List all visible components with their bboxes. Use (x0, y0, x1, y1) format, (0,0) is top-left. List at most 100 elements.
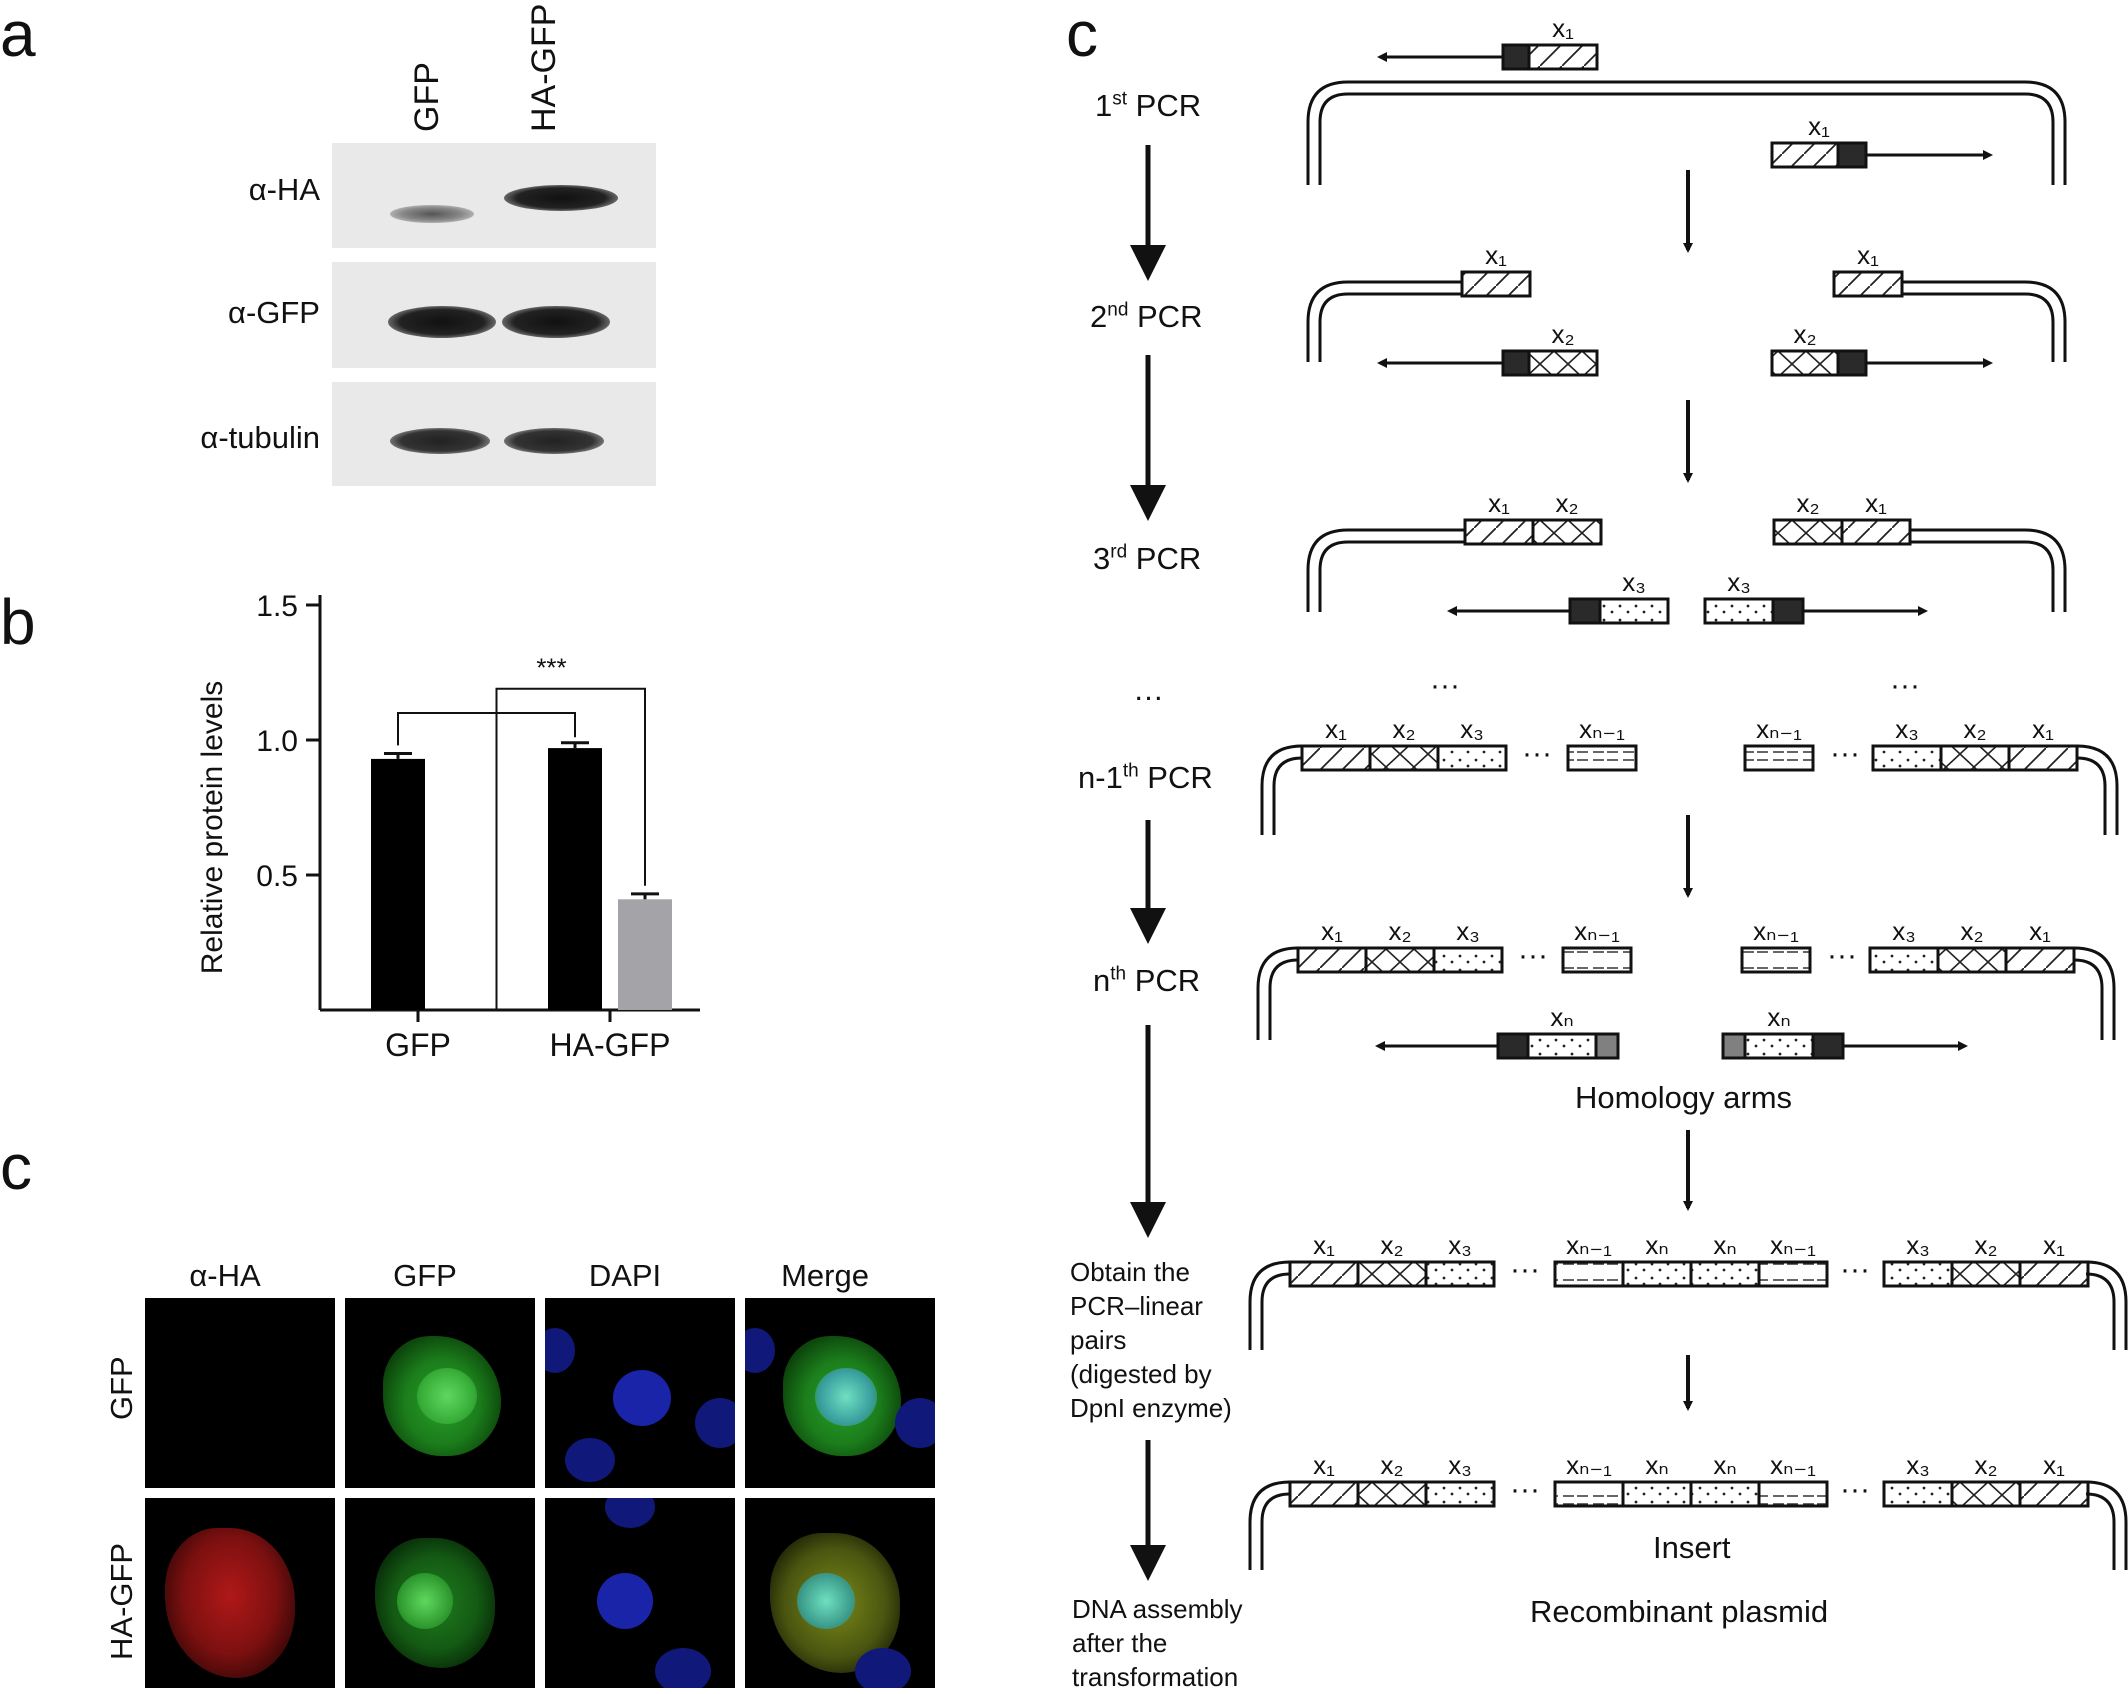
step-obtain: Obtain the PCR–linear pairs (digested by… (1070, 1255, 1232, 1425)
fragment-label: x₂ (1960, 916, 1983, 946)
if-col-dapi: DAPI (588, 1258, 662, 1293)
ellipsis: ··· (1430, 669, 1460, 702)
fragment-x1 (1832, 270, 1904, 298)
fragment-label: x₃ (1448, 1450, 1472, 1480)
fragment-label: x₁ (1552, 13, 1574, 43)
fragment-label: x₁ (1313, 1230, 1335, 1260)
fragment-label: xₙ₋₁ (1574, 916, 1620, 946)
fragment-x1 (1288, 1480, 1360, 1508)
fragment-xn (1689, 1480, 1761, 1508)
micrograph-gfp-hagfp-row (345, 1498, 535, 1688)
x-tick-label: GFP (385, 1027, 451, 1060)
plasmid-arm (1318, 540, 1465, 612)
fragment-label: x₁ (1485, 240, 1507, 270)
bar (371, 758, 425, 1010)
fragment-label: x₂ (1963, 714, 1986, 744)
fragment-label: x₃ (1895, 714, 1919, 744)
band (390, 428, 490, 454)
fragment-label: x₃ (1892, 916, 1916, 946)
sig-bracket (495, 687, 646, 1010)
homology-arms-label: Homology arms (1575, 1080, 1793, 1115)
significance-label: *** (536, 653, 566, 683)
fragment-label: x₂ (1380, 1230, 1403, 1260)
fragment-label: xₙ (1550, 1002, 1573, 1032)
primer-tail (1568, 597, 1602, 625)
plasmid-arm (1260, 1272, 1291, 1350)
plasmid-arm (1902, 280, 2067, 362)
step-assembly-line: DNA assembly (1072, 1594, 1243, 1624)
fragment-label: x₃ (1622, 567, 1646, 597)
plasmid-arm (2076, 744, 2119, 835)
fragment-x2 (1368, 744, 1440, 772)
fragment-label: xₙ (1645, 1230, 1668, 1260)
fragment-xn1 (1553, 1480, 1625, 1508)
fragment-label: x₂ (1392, 714, 1415, 744)
fragment-label: x₁ (1857, 240, 1879, 270)
micrograph-merge-hagfp-row (745, 1498, 935, 1688)
step-assembly-line: transformation (1072, 1662, 1239, 1692)
plasmid-arm (2085, 1260, 2128, 1350)
fragment-x2 (1531, 518, 1603, 546)
micrograph-merge-gfp-row (745, 1298, 935, 1488)
if-col-merge: Merge (781, 1258, 869, 1293)
plasmid-arm (1260, 744, 1303, 835)
fragment-x3 (1882, 1480, 1954, 1508)
fragment-label: xₙ (1713, 1450, 1736, 1480)
step-obtain-line: pairs (1070, 1325, 1127, 1355)
insert-label: Insert (1653, 1530, 1731, 1565)
plasmid-arm (1318, 292, 1462, 362)
fragment-label: x₁ (2032, 714, 2054, 744)
fragment-x1 (1460, 270, 1532, 298)
fragment-xn1 (1553, 1260, 1625, 1288)
fragment-x2 (1936, 946, 2008, 974)
plasmid-arm (1910, 528, 2067, 612)
plasmid-arm (1910, 540, 2055, 612)
panel-b-letter: b (0, 586, 36, 658)
step-assembly: DNA assembly after the transformation (1072, 1592, 1243, 1694)
fragment-x1 (1527, 43, 1599, 71)
fragment-x2 (1950, 1480, 2022, 1508)
fragment-label: xₙ₋₁ (1566, 1230, 1612, 1260)
bar (618, 899, 672, 1010)
ellipsis: ··· (1510, 1253, 1540, 1286)
primer-tail (1811, 1032, 1845, 1060)
fragment-label: x₃ (1448, 1230, 1472, 1260)
fragment-x3 (1882, 1260, 1954, 1288)
fragment-label: x₁ (1865, 488, 1887, 518)
fragment-label: x₁ (1321, 916, 1343, 946)
fragment-label: x₁ (2029, 916, 2051, 946)
fragment-x1 (2004, 946, 2076, 974)
fragment-x1 (1300, 744, 1372, 772)
primer-tail (1836, 349, 1868, 377)
fragment-label: x₁ (1488, 488, 1510, 518)
fragment-x3 (1703, 597, 1775, 625)
plasmid-arm (1268, 958, 1299, 1040)
fragment-x2 (1364, 946, 1436, 974)
micrograph-dapi-hagfp-row (545, 1498, 735, 1688)
sig-bracket (397, 712, 576, 746)
if-col-gfp: GFP (393, 1258, 457, 1293)
step-n-1th-pcr: n-1th PCR (1078, 760, 1213, 795)
fragment-label: x₂ (1796, 488, 1819, 518)
fragment-label: x₂ (1793, 319, 1816, 349)
primer-tail (1501, 43, 1531, 71)
step-nth-pcr: nth PCR (1093, 963, 1201, 998)
primer-tail (1836, 141, 1868, 169)
panel-a-letter: a (0, 0, 36, 70)
fragment-xn (1526, 1032, 1598, 1060)
blot-row-label-gfp: α-GFP (228, 295, 320, 330)
band (388, 306, 496, 338)
band (504, 185, 618, 211)
fragment-xn1 (1757, 1260, 1829, 1288)
fragment-label: x₂ (1974, 1230, 1997, 1260)
fragment-x2 (1356, 1480, 1428, 1508)
plasmid-arm (2085, 1492, 2116, 1570)
ellipsis: ··· (1840, 1253, 1870, 1286)
fragment-label: xₙ (1645, 1450, 1668, 1480)
blot-strip-tubulin (332, 382, 656, 486)
fragment-label: xₙ (1713, 1230, 1736, 1260)
plasmid-arm (1248, 1260, 1291, 1350)
fragment-x3 (1424, 1480, 1496, 1508)
fragment-label: x₂ (1388, 916, 1411, 946)
